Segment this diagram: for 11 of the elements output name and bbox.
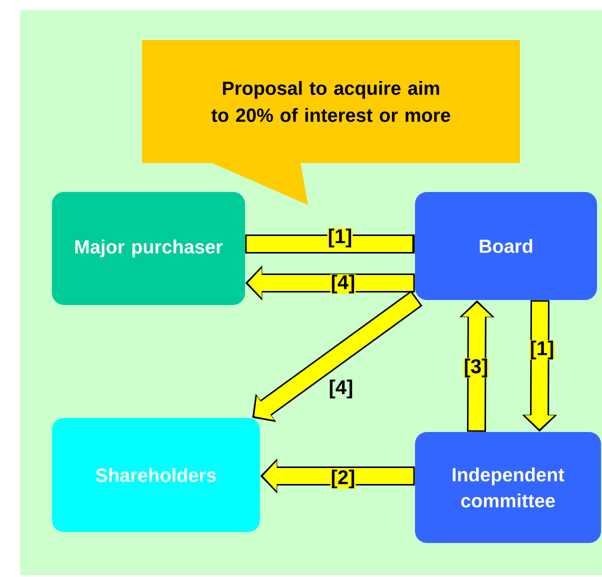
rounded-box: Independent committee [415, 432, 601, 543]
edge-label: [4] [330, 274, 356, 294]
edge-label: [1] [529, 340, 555, 360]
rounded-box: Shareholders [52, 418, 260, 532]
rounded-box: Board [415, 192, 597, 300]
speech-bubble: Proposal to acquire aim to 20% of interest or more [142, 40, 520, 205]
edge-label: [1] [327, 228, 353, 248]
edge-label: [2] [330, 469, 356, 489]
edge-label: [3] [463, 358, 489, 378]
rounded-box: Major purchaser [52, 192, 245, 305]
edge-label: [4] [328, 379, 354, 399]
